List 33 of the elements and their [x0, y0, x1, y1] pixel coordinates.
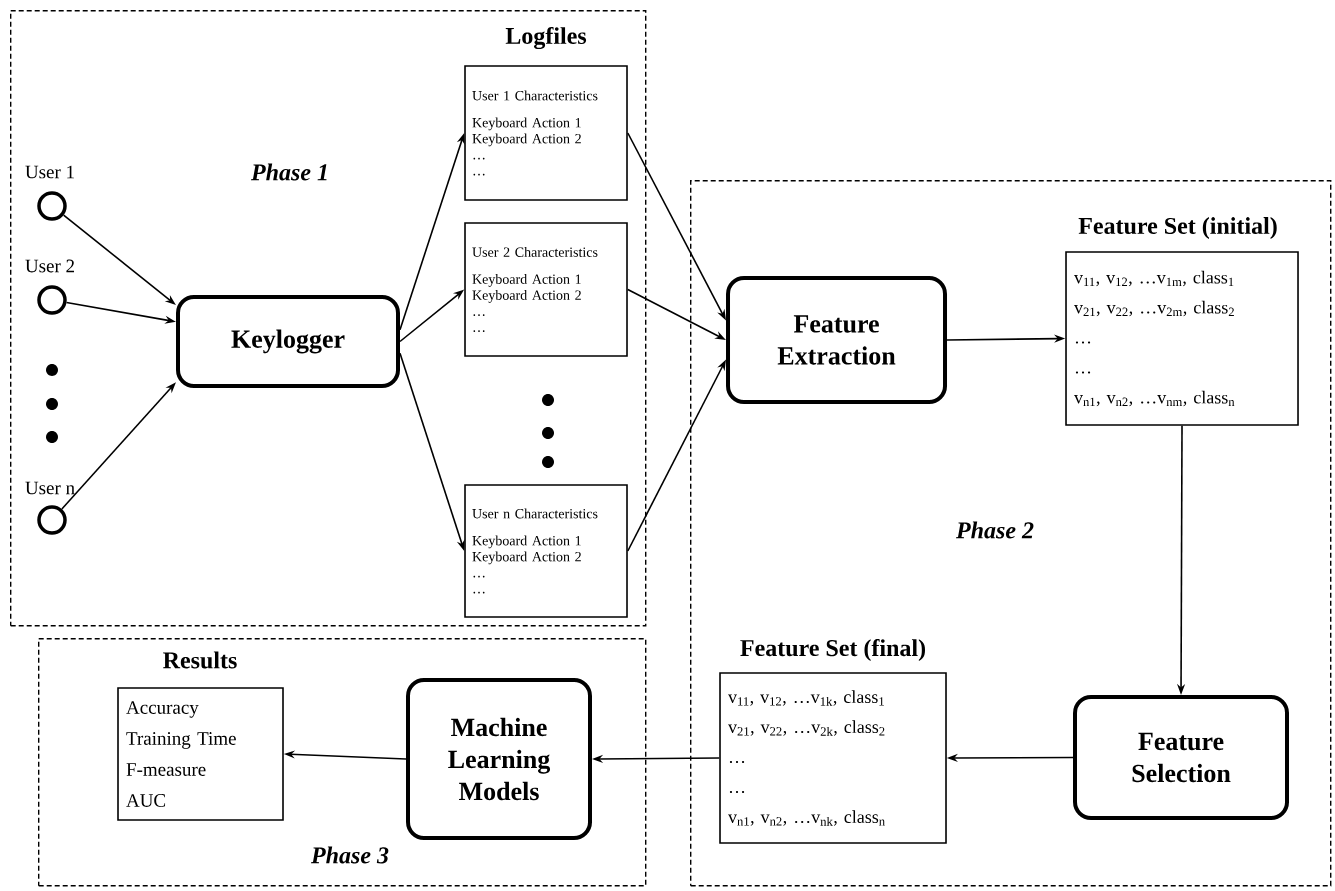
phase-label: Phase 3	[311, 846, 389, 864]
process-box: Feature Extraction	[726, 276, 947, 404]
node-label: F-measure	[126, 763, 206, 776]
logfile-box: User 2 Characteristics Keyboard Action 1 Keyboard Action 2 … …	[464, 222, 628, 357]
phase-label: Phase 1	[251, 163, 327, 181]
box-heading: Feature Set (initial)	[1078, 217, 1277, 239]
user-label: User n	[25, 481, 75, 495]
data-box: Accuracy Training Time F-measure AUC	[117, 687, 284, 821]
node-label: …	[729, 790, 745, 794]
node-label: …	[729, 760, 745, 764]
logfile-box: User n Characteristics Keyboard Action 1 Keyboard Action 2 … …	[464, 484, 628, 618]
process-box: Keylogger	[176, 295, 400, 388]
node-label: v$_{n1}$, v$_{n2}$, …v$_{nk}$, class$_{n}$	[728, 810, 885, 826]
node-label: v$_{11}$, v$_{12}$, …v$_{1m}$, class$_{1}$	[1074, 270, 1234, 287]
user-label: User 2	[25, 259, 74, 273]
node-label: Training Time	[126, 732, 236, 749]
node-label: AUC	[126, 794, 166, 807]
user-label: User 1	[25, 165, 74, 179]
node-label: v$_{11}$, v$_{12}$, …v$_{1k}$, class$_{1}$	[728, 690, 884, 706]
box-heading: Results	[163, 651, 237, 669]
node-label: v$_{21}$, v$_{22}$, …v$_{2k}$, class$_{2}$	[728, 720, 885, 736]
node-label: Accuracy	[126, 701, 199, 718]
box-heading: Feature Set (final)	[740, 639, 926, 661]
node-label: v$_{21}$, v$_{22}$, …v$_{2m}$, class$_{2}$	[1074, 300, 1234, 317]
process-box: Feature Selection	[1073, 695, 1289, 820]
logfile-box: User 1 Characteristics Keyboard Action 1 Keyboard Action 2 … …	[464, 65, 628, 201]
data-box: v$_{11}$, v$_{12}$, …v$_{1k}$, class$_{1}$ v$_{21}$, v$_{22}$, …v$_{2k}$, class$_{2}$ … … v$_{n1}$, v$_{n2}$, …v$_{nk}$, class$_{n}$	[719, 672, 947, 844]
data-box: v$_{11}$, v$_{12}$, …v$_{1m}$, class$_{1}$ v$_{21}$, v$_{22}$, …v$_{2m}$, class$_{2}$ … … v$_{n1}$, v$_{n2}$, …v$_{nm}$, class$_{n}$	[1065, 251, 1299, 426]
node-label: v$_{n1}$, v$_{n2}$, …v$_{nm}$, class$_{n}$	[1074, 390, 1235, 407]
node-label: …	[1075, 371, 1091, 374]
process-box: Machine Learning Models	[406, 678, 592, 840]
node-label: …	[1075, 341, 1091, 344]
phase-label: Phase 2	[956, 521, 1034, 539]
